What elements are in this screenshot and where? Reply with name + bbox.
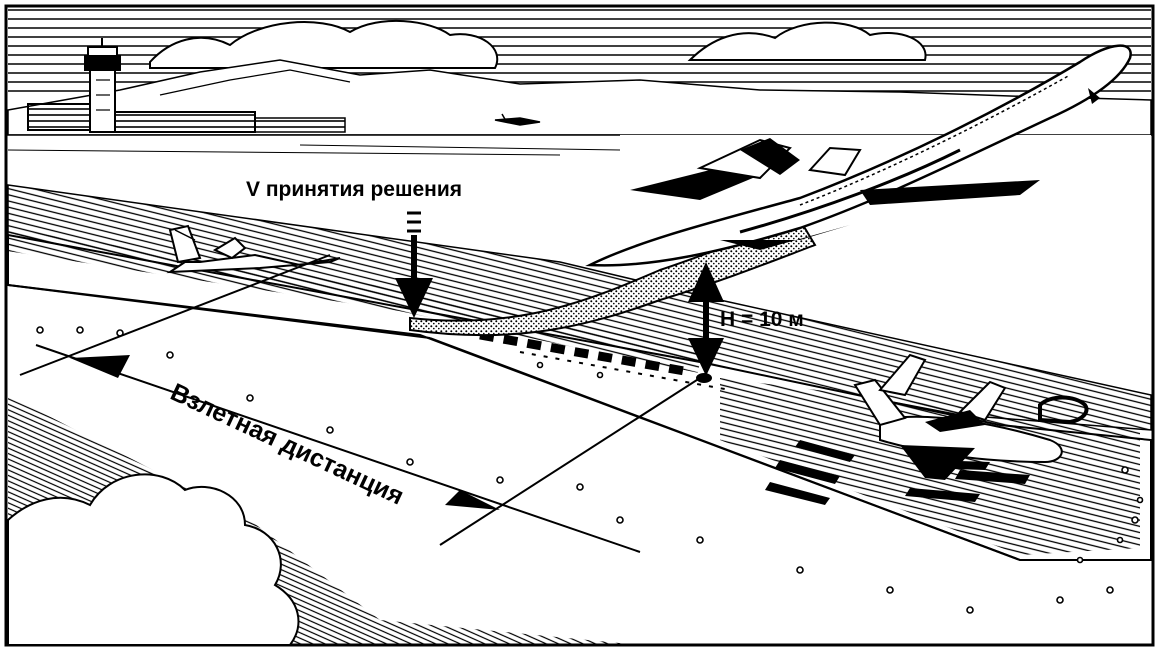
runway-number <box>1038 395 1089 425</box>
plane-climbing <box>585 44 1132 267</box>
plane-ground-left <box>166 224 341 274</box>
distance-arrow-right <box>445 490 500 510</box>
runway-lights <box>36 326 1144 614</box>
tiny-plane-distant <box>494 113 541 126</box>
height-arrow <box>688 262 724 383</box>
plane-aborted <box>853 353 1063 480</box>
cloud-top-right <box>687 21 927 61</box>
distance-line <box>35 344 641 553</box>
control-tower <box>84 38 121 133</box>
runway-center-stripes <box>479 330 691 377</box>
height-label: H = 10 м <box>720 308 804 331</box>
distance-arrow-left <box>70 355 130 378</box>
cloud-top <box>149 19 499 69</box>
terminal-buildings <box>27 103 346 133</box>
hills <box>7 59 1152 136</box>
cloud-bottom-left <box>7 473 300 646</box>
threshold-stripes <box>765 440 1030 505</box>
decision-arrow <box>395 211 433 318</box>
decision-speed-label: V принятия решения <box>246 178 463 201</box>
